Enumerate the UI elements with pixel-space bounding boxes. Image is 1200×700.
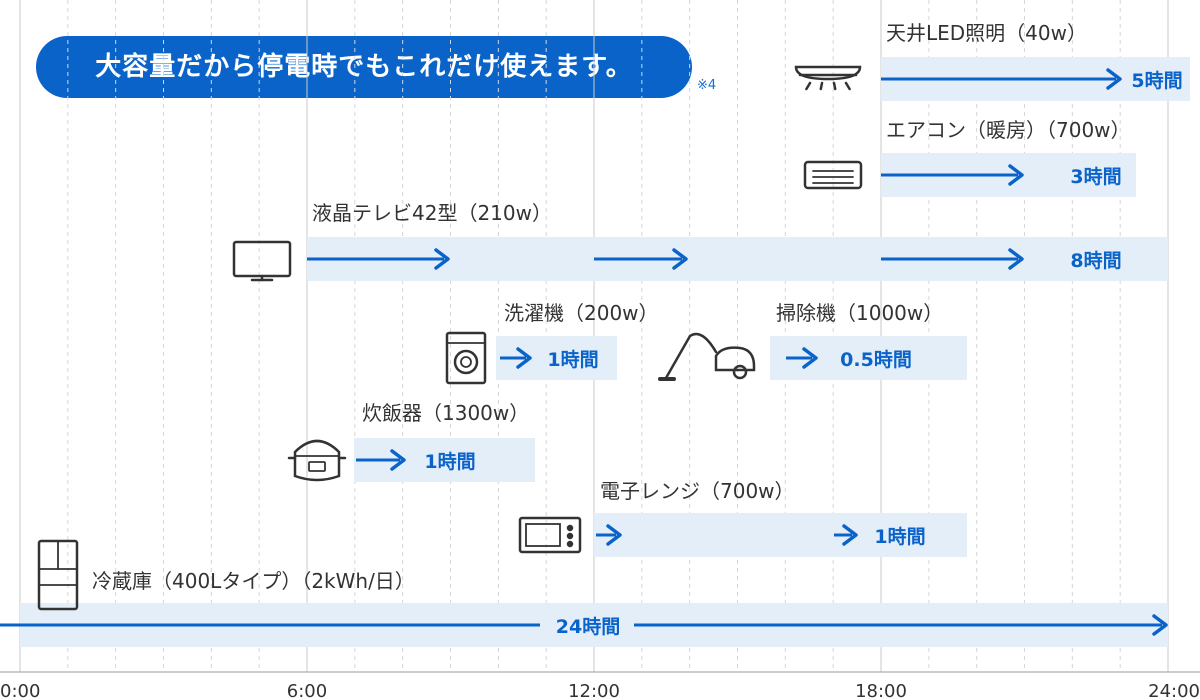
appliance-label: 洗濯機（200w） (504, 301, 659, 325)
rice-cooker-icon (287, 439, 347, 482)
appliance-label: 掃除機（1000w） (776, 301, 943, 325)
tv-icon (232, 240, 292, 282)
appliance-label: 炊飯器（1300w） (362, 401, 529, 425)
duration-label: 1時間 (547, 349, 598, 371)
x-tick-label: 18:00 (855, 681, 907, 700)
ceiling-light-icon (794, 65, 862, 91)
arrow-head (516, 347, 532, 369)
duration-label: 1時間 (424, 451, 475, 473)
arrow-head (1152, 614, 1168, 636)
usage-band (594, 513, 967, 557)
refrigerator-icon (37, 539, 79, 611)
vacuum-cleaner-icon (658, 332, 756, 381)
arrow-head (1008, 164, 1024, 186)
arrow-head (1008, 248, 1024, 270)
arrow-head (606, 524, 622, 546)
duration-label: 5時間 (1131, 70, 1182, 92)
duration-label: 8時間 (1070, 250, 1121, 272)
arrow-head (802, 347, 818, 369)
appliance-label: 冷蔵庫（400Lタイプ）（2kWh/日） (92, 569, 415, 593)
x-tick-label: 24:00 (1148, 681, 1200, 700)
footnote-mark: ※4 (697, 78, 717, 93)
arrow-head (842, 524, 858, 546)
arrow-head (390, 449, 406, 471)
usage-band (307, 237, 1168, 281)
duration-label: 3時間 (1070, 166, 1121, 188)
x-tick-label: 12:00 (568, 681, 620, 700)
washing-machine-icon (445, 331, 487, 385)
arrow-head (1106, 68, 1122, 90)
headline-banner: 大容量だから停電時でもこれだけ使えます。 (36, 36, 692, 98)
appliance-label: 電子レンジ（700w） (600, 479, 795, 503)
appliance-label: エアコン（暖房）（700w） (886, 118, 1131, 142)
duration-label: 0.5時間 (840, 349, 912, 371)
duration-label: 1時間 (874, 526, 925, 548)
x-tick-label: 0:00 (0, 681, 40, 700)
appliance-label: 天井LED照明（40w） (886, 21, 1087, 45)
x-tick-label: 6:00 (287, 681, 327, 700)
microwave-icon (518, 516, 582, 554)
arrow-head (672, 248, 688, 270)
arrow-head (434, 248, 450, 270)
air-conditioner-icon (803, 160, 863, 190)
duration-label: 24時間 (556, 616, 620, 638)
appliance-label: 液晶テレビ42型（210w） (312, 201, 552, 225)
